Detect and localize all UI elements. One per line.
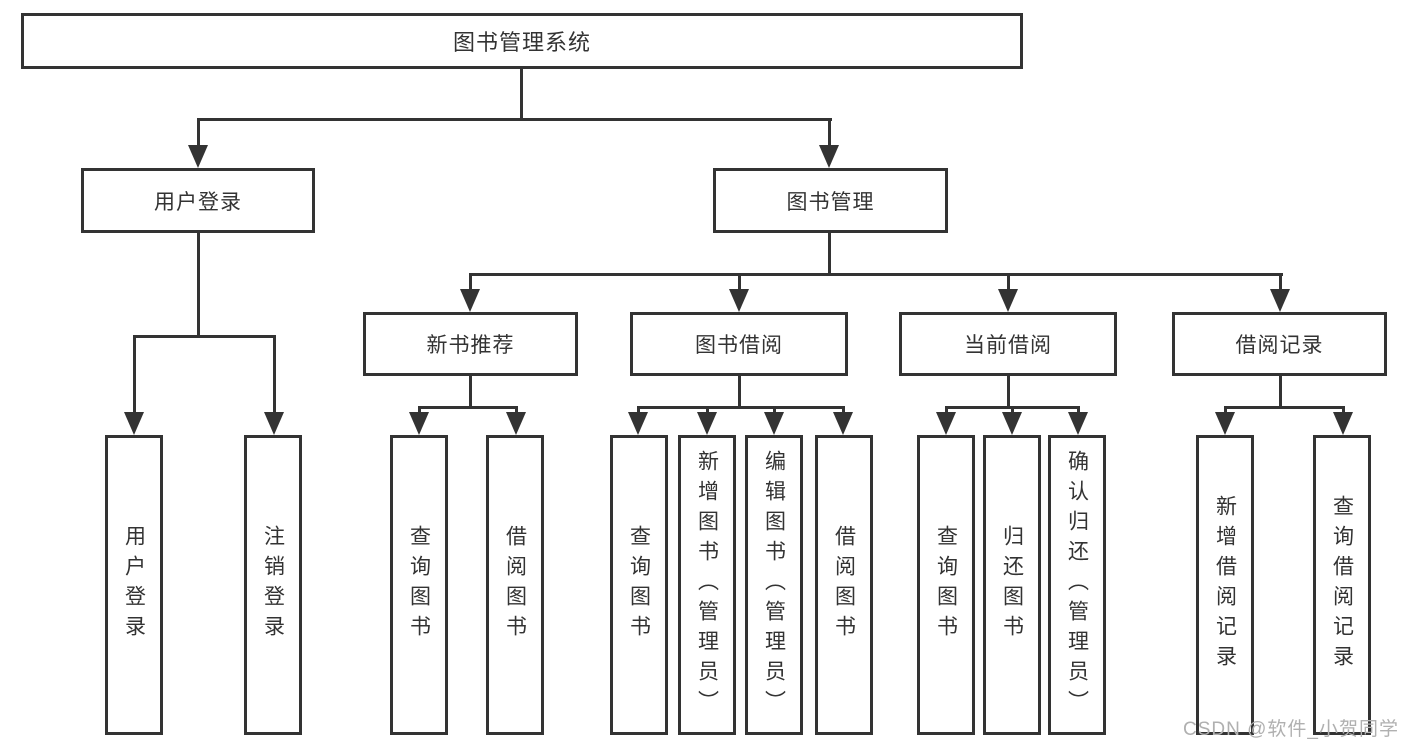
connector-drop-book-mgmt bbox=[828, 118, 831, 148]
node-borrowing-records: 借阅记录 bbox=[1172, 312, 1387, 376]
leaf-cb-query-books: 查询图书 bbox=[917, 435, 975, 735]
leaf-bb-edit-books-admin: 编辑图书（管理员） bbox=[745, 435, 803, 735]
connector-drop-new-books bbox=[469, 273, 472, 293]
connector-drop bbox=[637, 406, 640, 416]
connector-drop-logout-leaf bbox=[273, 335, 276, 415]
connector-group2-branch bbox=[637, 406, 845, 409]
connector-drop bbox=[706, 406, 709, 416]
node-label: 用户登录 bbox=[154, 190, 242, 214]
node-library-management-system: 图书管理系统 bbox=[21, 13, 1023, 69]
connector-group1-branch bbox=[418, 406, 518, 409]
arrowhead-icon bbox=[188, 145, 208, 168]
arrowhead-icon bbox=[936, 412, 956, 435]
leaf-br-add-borrow-record: 新增借阅记录 bbox=[1196, 435, 1254, 735]
arrowhead-icon bbox=[460, 289, 480, 312]
leaf-cb-confirm-return-admin: 确认归还（管理员） bbox=[1048, 435, 1106, 735]
connector-drop bbox=[773, 406, 776, 416]
connector-drop-borrow-records bbox=[1279, 273, 1282, 293]
leaf-nbr-borrow-books: 借阅图书 bbox=[486, 435, 544, 735]
connector-book-mgmt-trunk bbox=[828, 233, 831, 275]
arrowhead-icon bbox=[998, 289, 1018, 312]
connector-user-login-trunk bbox=[197, 233, 200, 338]
leaf-br-query-borrow-record: 查询借阅记录 bbox=[1313, 435, 1371, 735]
node-label: 图书管理 bbox=[786, 190, 875, 214]
leaf-nbr-query-books: 查询图书 bbox=[390, 435, 448, 735]
arrowhead-icon bbox=[819, 145, 839, 168]
leaf-bb-add-books-admin: 新增图书（管理员） bbox=[678, 435, 736, 735]
connector-group2-trunk bbox=[738, 375, 741, 409]
connector-root-trunk bbox=[520, 68, 523, 120]
node-label: 新书推荐 bbox=[426, 334, 515, 357]
arrowhead-icon bbox=[1215, 412, 1235, 435]
node-label: 当前借阅 bbox=[964, 334, 1052, 357]
connector-drop bbox=[1224, 406, 1227, 416]
node-label: 图书借阅 bbox=[695, 334, 783, 357]
node-book-borrowing: 图书借阅 bbox=[630, 312, 848, 376]
connector-drop bbox=[418, 406, 421, 416]
leaf-bb-query-books: 查询图书 bbox=[610, 435, 668, 735]
connector-drop-user-login bbox=[197, 118, 200, 148]
connector-group4-trunk bbox=[1279, 375, 1282, 409]
connector-group3-trunk bbox=[1007, 375, 1010, 409]
connector-drop bbox=[1342, 406, 1345, 416]
arrowhead-icon bbox=[506, 412, 526, 435]
csdn-watermark: CSDN @软件_小贺同学 bbox=[1183, 719, 1399, 740]
node-book-management-branch: 图书管理 bbox=[713, 168, 948, 233]
arrowhead-icon bbox=[124, 412, 144, 435]
connector-drop bbox=[842, 406, 845, 416]
node-new-book-recommendation: 新书推荐 bbox=[363, 312, 578, 376]
leaf-logout: 注销登录 bbox=[244, 435, 302, 735]
arrowhead-icon bbox=[1333, 412, 1353, 435]
arrowhead-icon bbox=[409, 412, 429, 435]
arrowhead-icon bbox=[1002, 412, 1022, 435]
connector-group1-trunk bbox=[469, 375, 472, 409]
connector-drop-user-login-leaf bbox=[133, 335, 136, 415]
connector-drop-current-borrow bbox=[1007, 273, 1010, 293]
arrowhead-icon bbox=[697, 412, 717, 435]
connector-user-login-branch bbox=[133, 335, 276, 338]
arrowhead-icon bbox=[264, 412, 284, 435]
node-user-login-branch: 用户登录 bbox=[81, 168, 315, 233]
arrowhead-icon bbox=[1068, 412, 1088, 435]
connector-group4-branch bbox=[1224, 406, 1345, 409]
node-label: 借阅记录 bbox=[1235, 334, 1324, 357]
connector-root-branch bbox=[197, 118, 832, 121]
node-label: 图书管理系统 bbox=[452, 30, 591, 55]
connector-drop-book-borrow bbox=[738, 273, 741, 293]
arrowhead-icon bbox=[1270, 289, 1290, 312]
arrowhead-icon bbox=[628, 412, 648, 435]
leaf-bb-borrow-books: 借阅图书 bbox=[815, 435, 873, 735]
arrowhead-icon bbox=[764, 412, 784, 435]
connector-drop bbox=[1011, 406, 1014, 416]
arrowhead-icon bbox=[833, 412, 853, 435]
connector-drop bbox=[515, 406, 518, 416]
connector-drop bbox=[1077, 406, 1080, 416]
leaf-user-login: 用户登录 bbox=[105, 435, 163, 735]
connector-book-mgmt-branch bbox=[469, 273, 1283, 276]
leaf-cb-return-books: 归还图书 bbox=[983, 435, 1041, 735]
node-current-borrowing: 当前借阅 bbox=[899, 312, 1117, 376]
arrowhead-icon bbox=[729, 289, 749, 312]
connector-drop bbox=[945, 406, 948, 416]
